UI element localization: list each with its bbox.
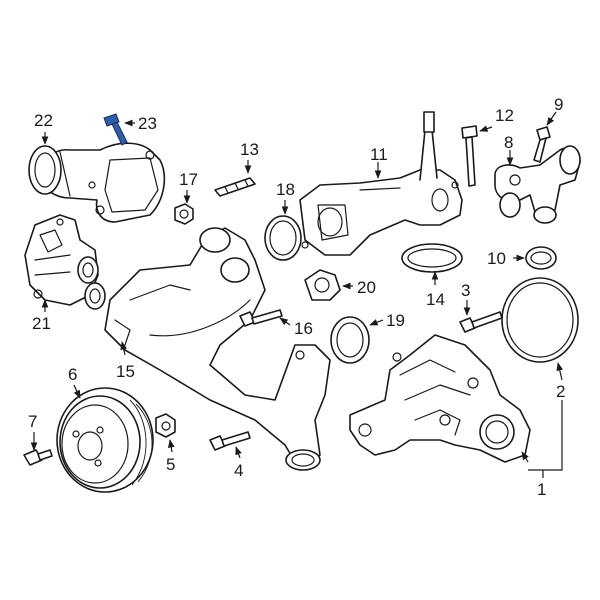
part-19-gasket[interactable] xyxy=(330,316,370,364)
callout-6: 6 xyxy=(68,365,77,384)
part-21-thermostat-assembly[interactable] xyxy=(24,214,106,310)
part-10-oring[interactable] xyxy=(525,246,557,270)
part-15-coolant-pipe[interactable] xyxy=(104,227,331,471)
part-3-bolt[interactable] xyxy=(459,311,503,333)
callout-7: 7 xyxy=(28,412,37,431)
part-13-stud[interactable] xyxy=(214,177,256,197)
callout-14: 14 xyxy=(426,290,445,309)
callout-13: 13 xyxy=(240,140,259,159)
callout-22: 22 xyxy=(34,111,53,130)
part-14-seal-ring[interactable] xyxy=(401,243,463,273)
part-2-gasket[interactable] xyxy=(501,277,579,363)
callout-4: 4 xyxy=(234,461,243,480)
callout-9: 9 xyxy=(554,95,563,114)
callout-8: 8 xyxy=(504,133,513,152)
callout-1: 1 xyxy=(537,480,546,499)
part-6-pulley[interactable] xyxy=(56,387,154,493)
callout-17: 17 xyxy=(179,170,198,189)
callout-19: 19 xyxy=(386,311,405,330)
part-5-nut[interactable] xyxy=(155,413,176,438)
callout-12: 12 xyxy=(495,106,514,125)
part-9-bolt[interactable] xyxy=(533,126,551,163)
callout-2: 2 xyxy=(556,382,565,401)
callout-18: 18 xyxy=(276,180,295,199)
callout-23: 23 xyxy=(138,114,157,133)
part-7-bolt[interactable] xyxy=(23,449,53,466)
callout-3: 3 xyxy=(461,281,470,300)
part-11-outlet-pipe[interactable] xyxy=(299,111,463,256)
leader-lines xyxy=(30,111,564,478)
part-1-water-pump[interactable] xyxy=(349,334,531,463)
callout-16: 16 xyxy=(294,319,313,338)
part-12-bolt[interactable] xyxy=(461,125,478,187)
part-17-nut[interactable] xyxy=(174,203,194,225)
callout-15: 15 xyxy=(116,362,135,381)
callout-10: 10 xyxy=(487,249,506,268)
callouts: 22 23 21 17 13 18 11 14 12 8 9 10 20 16 … xyxy=(28,95,565,499)
part-8-hose-connector[interactable] xyxy=(494,145,581,224)
callout-5: 5 xyxy=(166,455,175,474)
callout-20: 20 xyxy=(357,278,376,297)
part-16-bolt[interactable] xyxy=(239,309,283,327)
part-4-bolt[interactable] xyxy=(209,431,251,451)
part-23-bolt[interactable] xyxy=(103,113,128,146)
part-20-sensor[interactable] xyxy=(304,269,341,301)
callout-11: 11 xyxy=(370,145,388,164)
part-22-outlet-housing[interactable] xyxy=(28,142,166,223)
callout-21: 21 xyxy=(32,314,51,333)
part-18-gasket[interactable] xyxy=(264,215,302,261)
